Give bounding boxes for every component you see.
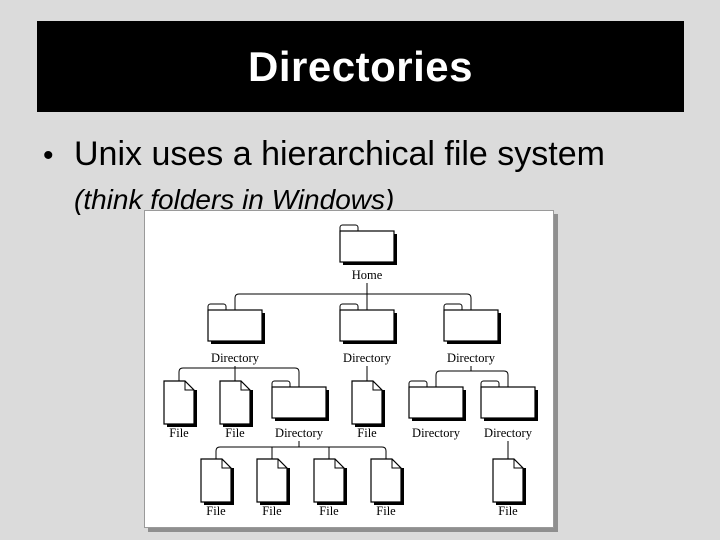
svg-text:File: File <box>357 426 377 440</box>
title-bar: Directories <box>37 21 684 112</box>
svg-text:File: File <box>169 426 189 440</box>
svg-text:Directory: Directory <box>412 426 461 440</box>
svg-text:File: File <box>225 426 245 440</box>
svg-text:File: File <box>376 504 396 518</box>
svg-text:File: File <box>262 504 282 518</box>
svg-text:File: File <box>319 504 339 518</box>
svg-text:Directory: Directory <box>275 426 324 440</box>
svg-text:Directory: Directory <box>211 351 260 365</box>
svg-text:File: File <box>498 504 518 518</box>
bullet-item: • Unix uses a hierarchical file system <box>43 135 605 173</box>
bullet-subline: (think folders in Windows) <box>74 184 395 215</box>
bullet-text: Unix uses a hierarchical file system <box>74 135 605 173</box>
bullet-marker: • <box>43 139 54 172</box>
svg-text:Directory: Directory <box>343 351 392 365</box>
svg-text:Directory: Directory <box>447 351 496 365</box>
slide-title: Directories <box>248 42 473 90</box>
svg-text:Directory: Directory <box>484 426 533 440</box>
svg-text:File: File <box>206 504 226 518</box>
svg-text:Home: Home <box>352 268 383 282</box>
